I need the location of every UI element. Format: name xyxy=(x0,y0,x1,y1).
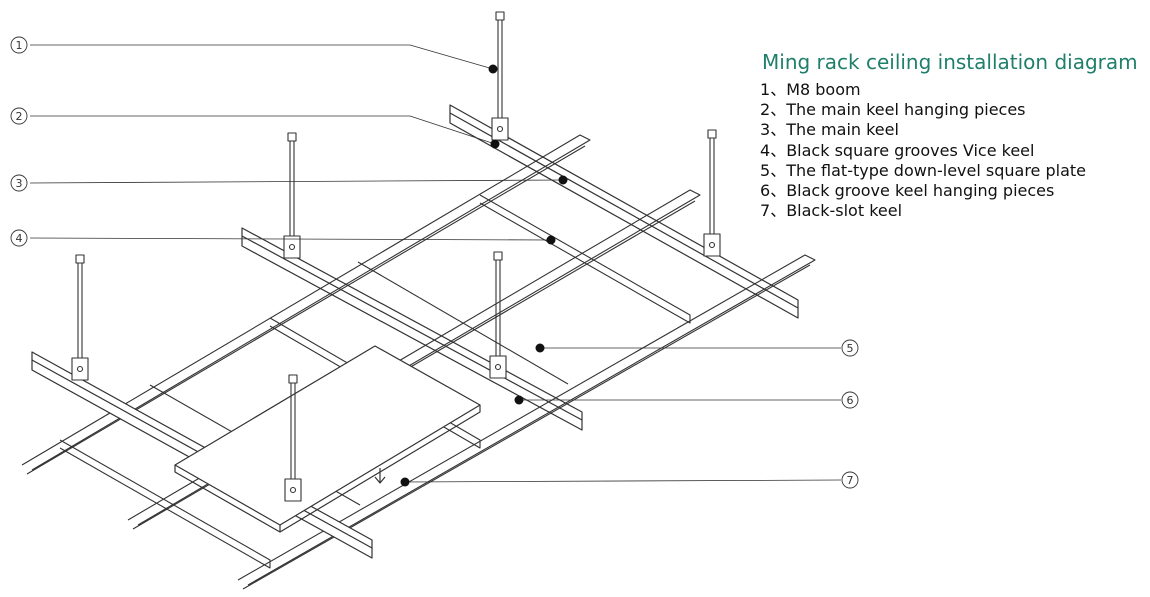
callout-labels: 1 2 3 4 5 6 7 xyxy=(16,39,854,487)
legend-item: 5、The flat-type down-level square plate xyxy=(760,160,1086,180)
callout-1: 1 xyxy=(16,39,23,52)
leader-lines xyxy=(29,44,842,483)
legend-item-num: 1 xyxy=(760,80,771,99)
legend-item-num: 5 xyxy=(760,160,771,180)
legend-item-label: Black square grooves Vice keel xyxy=(786,140,1035,160)
hanger-3 xyxy=(283,132,301,259)
legend-item: 7、Black-slot keel xyxy=(760,201,903,221)
hanger-4 xyxy=(489,251,507,379)
diagram-title: Ming rack ceiling installation diagram xyxy=(762,50,1138,74)
square-plate xyxy=(174,345,481,533)
callout-4: 4 xyxy=(16,232,23,245)
black-slot-keels xyxy=(21,134,816,590)
legend-item-label: Black groove keel hanging pieces xyxy=(786,181,1055,201)
main-keel-middle xyxy=(241,227,583,431)
legend-item: 4、Black square grooves Vice keel xyxy=(760,140,1035,160)
callout-2: 2 xyxy=(16,110,23,123)
legend-item-num: 3 xyxy=(760,120,771,140)
legend-item-label: The flat-type down-level square plate xyxy=(786,160,1086,180)
legend-item-num: 4 xyxy=(760,140,771,160)
legend-item: 1、M8 boom xyxy=(760,80,861,99)
legend-item-num: 6 xyxy=(760,181,771,201)
legend-item: 3、The main keel xyxy=(760,120,899,140)
callout-3: 3 xyxy=(16,177,23,190)
legend: Ming rack ceiling installation diagram 1… xyxy=(760,50,1145,221)
callout-6: 6 xyxy=(847,394,854,407)
hanger-6 xyxy=(284,374,302,502)
legend-item-label: The main keel xyxy=(786,120,899,140)
leader-dots xyxy=(400,64,568,487)
legend-list: 1、M8 boom 2、The main keel hanging pieces… xyxy=(760,80,1145,221)
callout-circles xyxy=(10,36,859,489)
legend-item: 6、Black groove keel hanging pieces xyxy=(760,181,1055,201)
legend-item-num: 7 xyxy=(760,201,771,221)
callout-5: 5 xyxy=(847,342,854,355)
hanger-2 xyxy=(703,129,721,257)
legend-item: 2、The main keel hanging pieces xyxy=(760,100,1026,120)
legend-item-label: Black-slot keel xyxy=(786,201,903,221)
hangers xyxy=(71,11,721,502)
legend-item-num: 2 xyxy=(760,100,771,120)
main-keel-rear xyxy=(449,104,799,319)
hanger-1 xyxy=(491,11,509,141)
callout-7: 7 xyxy=(847,474,854,487)
legend-item-label: The main keel hanging pieces xyxy=(786,100,1026,120)
hanger-5 xyxy=(71,254,89,381)
legend-item-label: M8 boom xyxy=(786,80,861,99)
